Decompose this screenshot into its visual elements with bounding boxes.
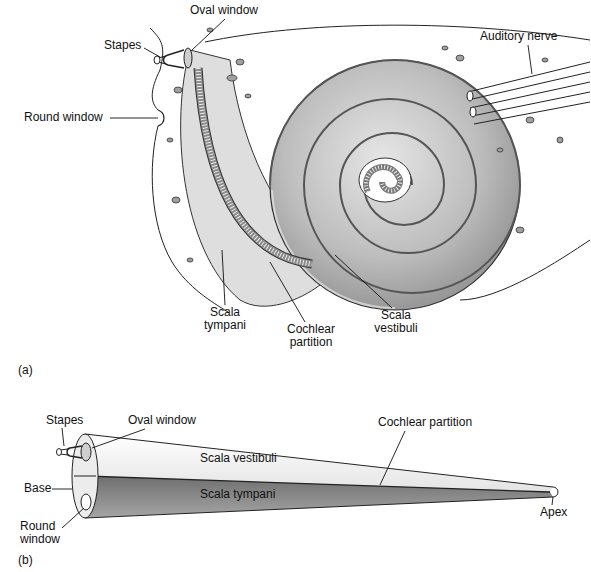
cochlear-partition [198,68,312,264]
bone-stipple [542,58,548,62]
leader-line [528,45,532,74]
leader-line [92,429,145,448]
leader-line [552,497,553,505]
middle-ear-wall [150,28,163,110]
nerve-fiber [470,107,476,117]
bone-stipple [516,227,524,233]
part-label: Base [24,482,51,495]
bone-stipple [172,197,180,203]
stapes-symbol [154,56,160,64]
bone-stipple [174,87,182,93]
nerve-fiber [474,102,590,124]
leader-line [52,489,72,490]
bone-stipple [167,138,173,142]
spiral-opening [359,158,411,202]
leader-line [110,118,158,119]
part-label: Round window [24,111,103,124]
bone-stipple [456,55,464,61]
bone-stipple [526,117,534,123]
round-window [158,110,164,126]
round-window [81,494,91,510]
part-label: (b) [18,554,33,567]
leader-line [62,508,84,528]
spiral-turn [270,60,520,293]
part-label: Stapes [46,414,83,427]
stapes-symbol [57,449,62,456]
part-label: Round window [20,520,70,546]
bone-stipple [167,28,563,262]
apex-cap [553,487,558,497]
nerve-fiber [472,92,590,116]
cochlear-partition [85,476,550,492]
part-label: Cochlear partition [378,416,472,429]
oval-window [184,48,192,68]
bone-stipple [245,94,251,98]
stapes-symbol [67,446,82,458]
scala-tympani-region [85,476,553,518]
part-label: Apex [540,506,567,519]
part-label: Auditory nerve [480,30,557,43]
cochlea-spiral [270,60,520,310]
cochlear-partition-curl [366,167,400,192]
oval-window [81,443,91,461]
leader-line [144,48,160,57]
spiral-highlight [272,190,395,308]
cochlear-partition [198,68,312,264]
leader-lines [110,19,532,322]
bone-stipple [227,75,237,81]
leader-lines [52,428,553,528]
part-label: Oval window [128,414,196,427]
nerve-fiber [467,91,473,101]
nerve-fiber [468,62,590,92]
part-label: Scala vestibuli [200,452,277,465]
leader-line [335,255,392,308]
part-label: Scala tympani [200,306,250,332]
cochlear-partition-curl [366,167,400,192]
tube-wall [85,497,553,518]
part-label: (a) [18,364,33,377]
bone-stipple [557,137,563,143]
auditory-nerve [467,62,590,124]
leader-line [192,19,225,50]
part-label: Scala tympani [200,488,275,501]
stapes-symbol [164,50,185,68]
part-label: Stapes [104,39,141,52]
cochlear-partition [74,476,96,477]
bone-stipple [236,59,244,65]
leader-line [270,262,305,322]
part-label: Oval window [190,4,258,17]
leader-line [62,428,64,446]
bone-stipple [187,258,193,262]
bone-stipple [497,148,503,152]
part-label: Scala vestibuli [368,309,424,335]
leader-line [380,431,405,485]
bone-stipple [442,46,448,50]
cochlear-partition [198,68,312,264]
leader-line [222,250,225,305]
part-label: Cochlear partition [280,323,342,349]
